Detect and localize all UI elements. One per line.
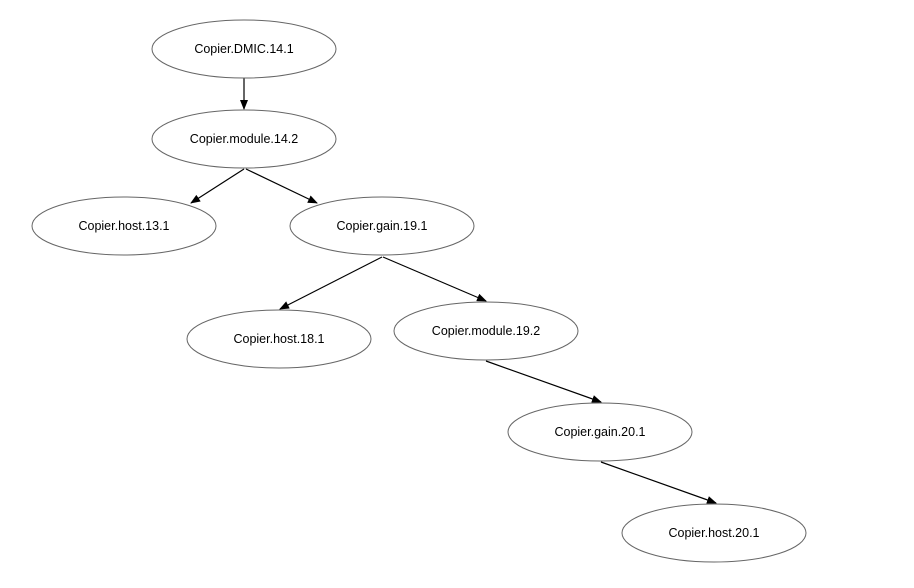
node-gain-20-1[interactable]: Copier.gain.20.1: [507, 402, 693, 462]
node-host-13-1[interactable]: Copier.host.13.1: [31, 196, 217, 256]
node-module-14-2[interactable]: Copier.module.14.2: [151, 109, 337, 169]
node-ellipse: [151, 19, 337, 79]
node-label: Copier.gain.20.1: [554, 425, 645, 439]
node-ellipse: [289, 196, 475, 256]
node-ellipse: [393, 301, 579, 361]
node-label: Copier.host.20.1: [668, 526, 759, 540]
edges-layer: [190, 78, 717, 504]
node-label: Copier.host.13.1: [78, 219, 169, 233]
node-dmic-14-1[interactable]: Copier.DMIC.14.1: [151, 19, 337, 79]
node-ellipse: [186, 309, 372, 369]
edge-arrow-module-19-2-to-gain-20-1: [485, 360, 602, 403]
edge-arrow-module-14-2-to-host-13-1: [190, 168, 245, 204]
edge-arrow-module-14-2-to-gain-19-1: [245, 168, 318, 204]
node-label: Copier.module.14.2: [190, 132, 298, 146]
node-ellipse: [507, 402, 693, 462]
edge-arrow-gain-19-1-to-host-18-1: [279, 256, 383, 310]
edge-arrow-gain-20-1-to-host-20-1: [600, 461, 717, 504]
node-host-18-1[interactable]: Copier.host.18.1: [186, 309, 372, 369]
node-ellipse: [151, 109, 337, 169]
edge-arrow-gain-19-1-to-module-19-2: [382, 256, 487, 302]
node-label: Copier.gain.19.1: [336, 219, 427, 233]
node-gain-19-1[interactable]: Copier.gain.19.1: [289, 196, 475, 256]
node-ellipse: [31, 196, 217, 256]
nodes-layer: Copier.DMIC.14.1Copier.module.14.2Copier…: [31, 19, 807, 563]
node-ellipse: [621, 503, 807, 563]
node-host-20-1[interactable]: Copier.host.20.1: [621, 503, 807, 563]
node-module-19-2[interactable]: Copier.module.19.2: [393, 301, 579, 361]
node-label: Copier.DMIC.14.1: [194, 42, 293, 56]
node-label: Copier.module.19.2: [432, 324, 540, 338]
node-label: Copier.host.18.1: [233, 332, 324, 346]
